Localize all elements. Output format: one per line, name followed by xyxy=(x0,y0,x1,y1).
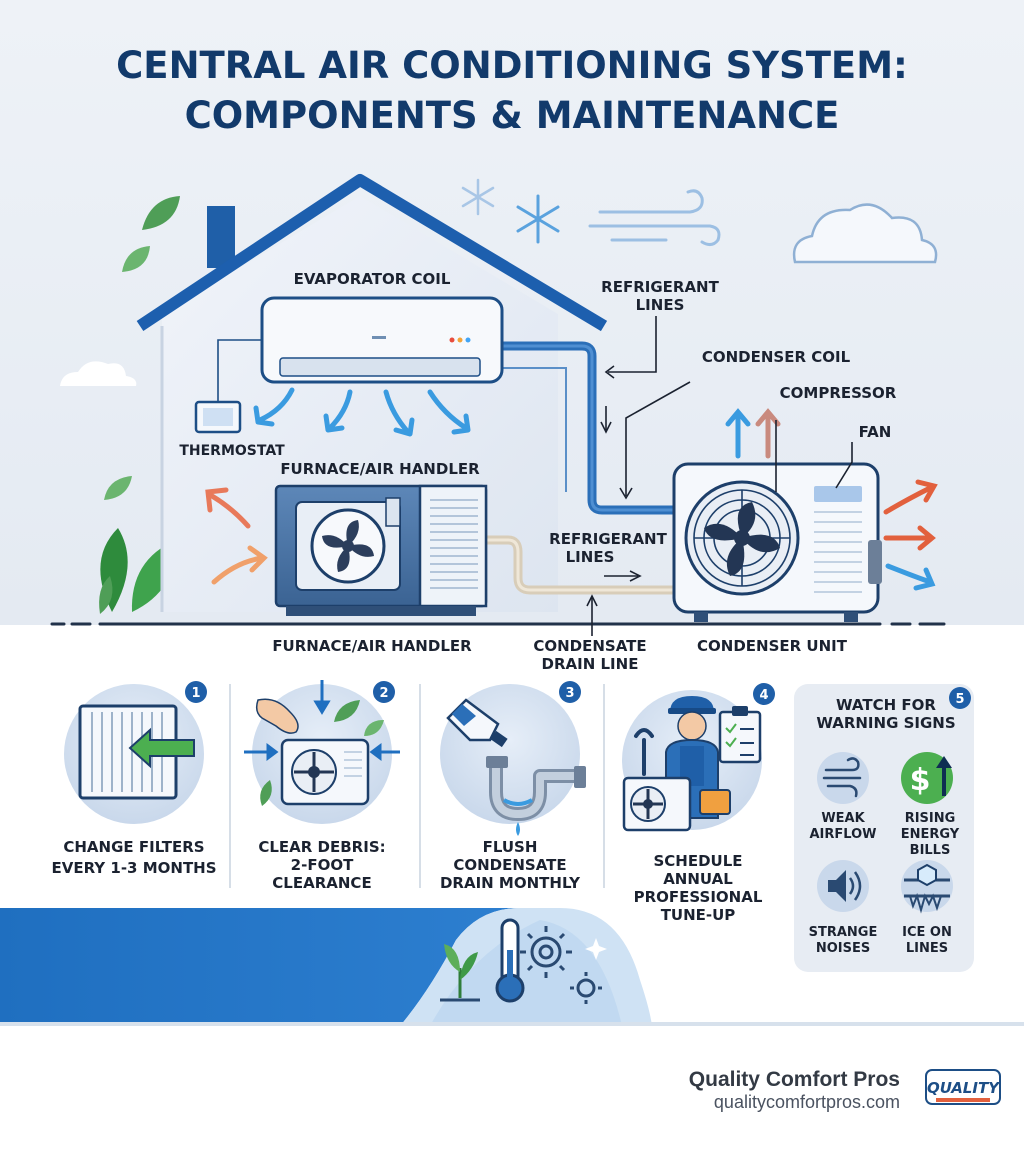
air-filter-icon xyxy=(78,704,178,800)
label-thermostat: THERMOSTAT xyxy=(179,443,285,459)
technician-icon xyxy=(665,696,731,819)
warning-sign-1-line-2: AIRFLOW xyxy=(810,827,877,842)
tip-2-line-3: CLEARANCE xyxy=(272,874,371,892)
condenser-unit xyxy=(672,462,882,622)
label-refrigerant-lines-mid-2: LINES xyxy=(566,548,615,566)
label-condenser-unit: CONDENSER UNIT xyxy=(697,637,848,655)
small-cloud-icon xyxy=(60,361,137,386)
label-refrigerant-lines-mid-1: REFRIGERANT xyxy=(549,530,667,548)
tip-1-number: 1 xyxy=(191,686,200,701)
tip-2-number: 2 xyxy=(379,686,388,701)
label-condensate-1: CONDENSATE xyxy=(533,637,646,655)
snowflake-icon xyxy=(516,194,560,244)
callout-lines xyxy=(586,316,853,636)
wind-icon xyxy=(822,757,862,798)
air-handler-unit xyxy=(274,484,488,616)
blower-fan-icon xyxy=(322,520,374,572)
tip-1-line-2: EVERY 1-3 MONTHS xyxy=(51,859,216,877)
tip-4: 4 SCHEDULE ANNUAL PROFESSIONAL TUNE-UP xyxy=(622,683,775,924)
outdoor-unit-icon xyxy=(622,776,692,832)
warning-sign-3-line-1: STRANGE xyxy=(809,925,878,940)
chimney xyxy=(207,206,235,268)
warning-sign-4-line-2: LINES xyxy=(906,941,948,956)
tip-4-line-2: ANNUAL xyxy=(663,870,733,888)
brand-logo: QUALITY xyxy=(925,1069,1001,1105)
wind-icon xyxy=(588,189,721,247)
thermometer-icon xyxy=(495,918,525,1003)
cool-air-arrows xyxy=(253,387,471,437)
refrigerant-line-upper-inner xyxy=(502,344,680,512)
tip-4-line-3: PROFESSIONAL xyxy=(634,888,763,906)
label-refrigerant-lines-top-1: REFRIGERANT xyxy=(601,278,719,296)
tip-2: 2 CLEAR DEBRIS: 2-FOOT CLEARANCE xyxy=(244,680,400,892)
clipboard-icon xyxy=(718,706,762,764)
warning-signs-panel: 5 WATCH FOR WARNING SIGNS WEAK AIRFLOW $… xyxy=(794,684,974,972)
tip-3-line-3: DRAIN MONTHLY xyxy=(440,874,581,892)
tip-dividers xyxy=(229,684,605,888)
tip-2-line-1: CLEAR DEBRIS: xyxy=(258,838,385,856)
warning-sign-4-line-1: ICE ON xyxy=(902,925,952,940)
refrigerant-line-thin xyxy=(488,367,567,492)
bottle-icon xyxy=(446,698,508,748)
warning-sign-1-line-1: WEAK xyxy=(821,811,865,826)
wrench-icon xyxy=(634,728,654,776)
snowflake-icon xyxy=(461,178,495,216)
warning-title-1: WATCH FOR xyxy=(836,696,936,714)
tip-4-number: 4 xyxy=(759,688,768,703)
warning-sign-3-line-2: NOISES xyxy=(816,941,870,956)
label-furnace-lower: FURNACE/AIR HANDLER xyxy=(272,637,472,655)
svg-text:$: $ xyxy=(910,763,931,798)
label-fan: FAN xyxy=(859,423,892,441)
dollar-rising-icon: $ xyxy=(910,756,952,798)
tip-2-line-2: 2-FOOT xyxy=(291,856,354,874)
roof xyxy=(136,174,608,332)
label-furnace-upper: FURNACE/AIR HANDLER xyxy=(280,460,480,478)
leaf-icon xyxy=(260,700,384,806)
warning-title-2: WARNING SIGNS xyxy=(816,714,955,732)
ice-cube-icon xyxy=(904,863,950,914)
warm-air-arrows xyxy=(205,487,268,585)
condenser-fan-icon xyxy=(704,502,780,576)
eco-plant-icon xyxy=(440,944,480,1002)
brand-name: Quality Comfort Pros xyxy=(689,1068,900,1091)
tip-4-line-1: SCHEDULE xyxy=(653,852,742,870)
condenser-coil-fins xyxy=(814,511,862,593)
sparkle-icon xyxy=(585,938,607,960)
label-condensate-2: DRAIN LINE xyxy=(542,655,639,673)
tip-3: 3 FLUSH CONDENSATE DRAIN MONTHLY xyxy=(440,681,586,892)
heat-exhaust-arrows xyxy=(725,408,938,591)
warning-number: 5 xyxy=(955,692,964,707)
tip-1-line-1: CHANGE FILTERS xyxy=(63,838,204,856)
clearance-arrows-icon xyxy=(244,680,400,761)
brand-logo-text: QUALITY xyxy=(927,1079,1001,1097)
swap-arrow-icon xyxy=(128,727,195,769)
tip-3-line-2: CONDENSATE xyxy=(453,856,566,874)
title-line-1: CENTRAL AIR CONDITIONING SYSTEM: xyxy=(116,44,908,87)
title-line-2: COMPONENTS & MAINTENANCE xyxy=(185,94,840,137)
warning-sign-2-line-2: ENERGY xyxy=(901,827,960,842)
speaker-icon xyxy=(828,870,862,902)
warning-sign-2-line-1: RISING xyxy=(905,811,956,826)
tip-4-line-4: TUNE-UP xyxy=(661,906,736,924)
tip-3-line-1: FLUSH xyxy=(483,838,538,856)
evaporator-unit xyxy=(260,296,504,384)
outdoor-unit-icon xyxy=(280,738,370,806)
hand-icon xyxy=(255,698,299,734)
brand-url: qualitycomfortpros.com xyxy=(714,1092,900,1112)
leaf-icon xyxy=(104,196,180,500)
gear-icon xyxy=(520,926,602,1004)
thermostat-device xyxy=(194,339,262,434)
drain-pipe-icon xyxy=(486,756,586,836)
cloud-icon xyxy=(792,203,938,264)
label-condenser-coil: CONDENSER COIL xyxy=(702,348,851,366)
tip-3-number: 3 xyxy=(565,686,574,701)
label-compressor: COMPRESSOR xyxy=(780,384,897,402)
warning-sign-2-line-3: BILLS xyxy=(910,843,951,858)
label-evaporator-coil: EVAPORATOR COIL xyxy=(294,270,451,288)
label-refrigerant-lines-top-2: LINES xyxy=(636,296,685,314)
tip-1: 1 CHANGE FILTERS EVERY 1-3 MONTHS xyxy=(51,681,217,877)
